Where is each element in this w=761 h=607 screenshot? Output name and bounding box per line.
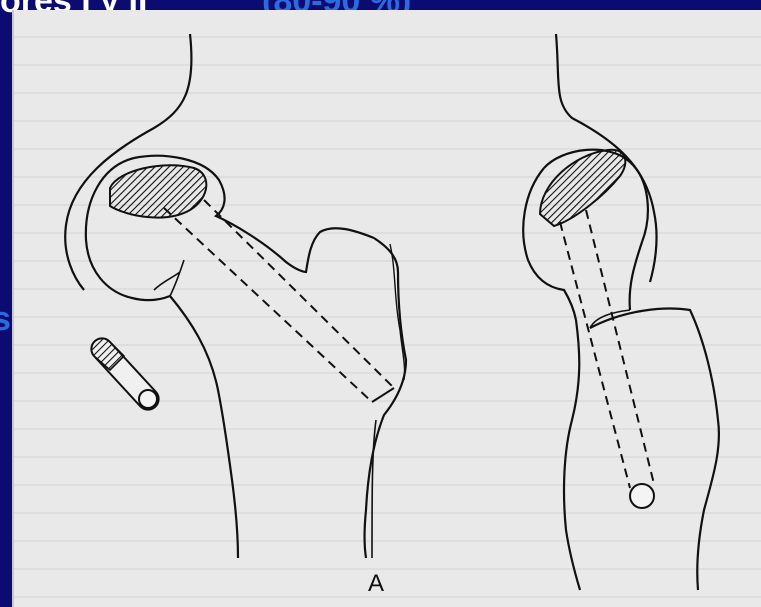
right-tunnel-exit — [630, 484, 654, 508]
figure-caption: A — [368, 570, 384, 598]
femur-illustration — [14, 10, 761, 607]
femur-diagram-figure: A — [12, 10, 761, 607]
paper-texture — [14, 10, 761, 607]
side-title-fragment: s — [0, 300, 11, 339]
